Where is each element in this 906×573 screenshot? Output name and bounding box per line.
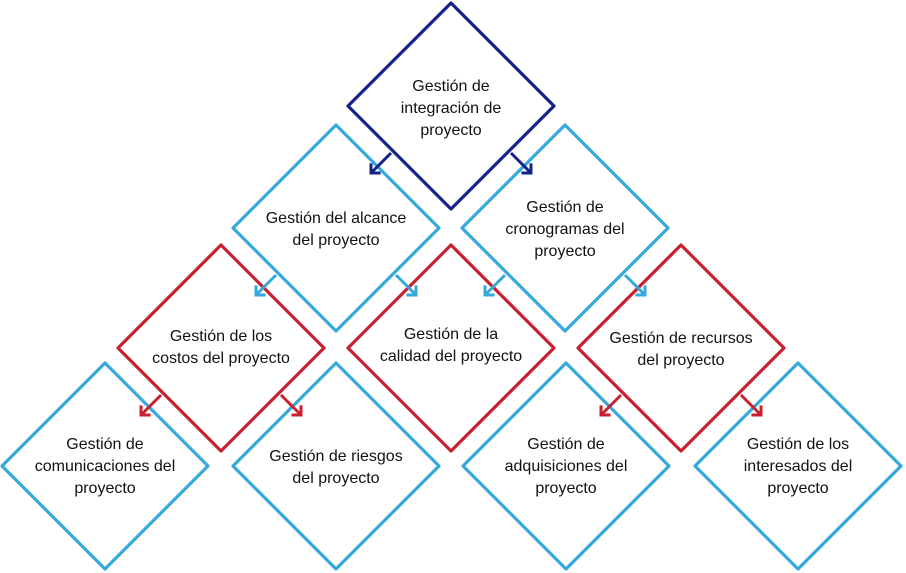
connector-integracion-alcance xyxy=(369,151,393,175)
arrowhead-icon xyxy=(369,163,381,175)
diamond-shape xyxy=(576,243,786,453)
connector-alcance-costos xyxy=(254,273,278,297)
connector-line xyxy=(739,393,763,417)
node-recursos: Gestión de recursos del proyecto xyxy=(576,243,786,453)
connector-recursos-interesados xyxy=(739,393,763,417)
connector-line xyxy=(509,151,533,175)
connector-line xyxy=(279,393,303,417)
connector-line xyxy=(623,273,647,297)
node-riesgos: Gestión de riesgos del proyecto xyxy=(231,361,441,571)
node-label-line: proyecto xyxy=(767,480,828,497)
diamond-shape xyxy=(0,361,210,571)
arrowhead-icon xyxy=(291,405,303,417)
diamond-shape xyxy=(116,243,326,453)
connector-costos-comunicaciones xyxy=(139,393,163,417)
diamond-shape xyxy=(346,243,556,453)
node-calidad: Gestión de la calidad del proyecto xyxy=(346,243,556,453)
node-label-line: Gestión de los xyxy=(747,436,849,453)
node-label-line: costos del proyecto xyxy=(152,350,290,367)
connector-line xyxy=(369,151,393,175)
node-label-line: proyecto xyxy=(534,243,595,260)
node-label-line: calidad del proyecto xyxy=(380,348,522,365)
node-label-line: adquisiciones del xyxy=(505,458,628,475)
node-label-line: proyecto xyxy=(420,122,481,139)
node-label-line: Gestión de recursos xyxy=(609,330,752,347)
node-label-line: comunicaciones del xyxy=(35,458,176,475)
node-label-line: cronogramas del xyxy=(505,221,624,238)
arrowhead-icon xyxy=(521,163,533,175)
node-label-line: Gestión de xyxy=(527,436,604,453)
node-label-line: Gestión del alcance xyxy=(266,210,407,227)
node-integracion: Gestión de integración de proyecto xyxy=(346,1,556,211)
node-label-line: Gestión de xyxy=(526,199,603,216)
node-cronogramas: Gestión de cronogramas del proyecto xyxy=(460,123,670,333)
arrowhead-icon xyxy=(635,285,647,297)
node-label-line: Gestión de riesgos xyxy=(269,448,402,465)
node-label-line: Gestión de los xyxy=(170,328,272,345)
node-label-line: integración de xyxy=(401,100,502,117)
diamond-shape xyxy=(231,361,441,571)
node-costos: Gestión de los costos del proyecto xyxy=(116,243,326,453)
node-adquisiciones: Gestión de adquisiciones del proyecto xyxy=(461,361,671,571)
diamond-shape xyxy=(693,361,903,571)
connector-line xyxy=(483,273,507,297)
node-alcance: Gestión del alcance del proyecto xyxy=(231,123,441,333)
node-label-line: del proyecto xyxy=(637,352,724,369)
connector-layer xyxy=(139,151,763,417)
node-label-line: proyecto xyxy=(535,480,596,497)
arrowhead-icon xyxy=(254,285,266,297)
node-comunicaciones: Gestión de comunicaciones del proyecto xyxy=(0,361,210,571)
connector-costos-riesgos xyxy=(279,393,303,417)
arrowhead-icon xyxy=(599,405,611,417)
connector-line xyxy=(599,393,623,417)
arrowhead-icon xyxy=(751,405,763,417)
connector-line xyxy=(139,393,163,417)
diamond-shape xyxy=(346,1,556,211)
node-label-line: proyecto xyxy=(74,480,135,497)
node-interesados: Gestión de los interesados del proyecto xyxy=(693,361,903,571)
connector-line xyxy=(394,273,418,297)
connector-integracion-cronogramas xyxy=(509,151,533,175)
arrowhead-icon xyxy=(406,285,418,297)
arrowhead-icon xyxy=(483,285,495,297)
node-label-line: interesados del xyxy=(744,458,853,475)
node-label-line: del proyecto xyxy=(292,232,379,249)
node-label-line: Gestión de xyxy=(66,436,143,453)
connector-recursos-adquisiciones xyxy=(599,393,623,417)
connector-cronogramas-recursos xyxy=(623,273,647,297)
node-label-line: Gestión de la xyxy=(404,326,498,343)
connector-alcance-calidad xyxy=(394,273,418,297)
node-label-line: Gestión de xyxy=(412,78,489,95)
diamond-shape xyxy=(231,123,441,333)
diamond-shape xyxy=(461,361,671,571)
arrowhead-icon xyxy=(139,405,151,417)
diamond-shape xyxy=(460,123,670,333)
connector-cronogramas-calidad xyxy=(483,273,507,297)
connector-line xyxy=(254,273,278,297)
node-label-line: del proyecto xyxy=(292,470,379,487)
